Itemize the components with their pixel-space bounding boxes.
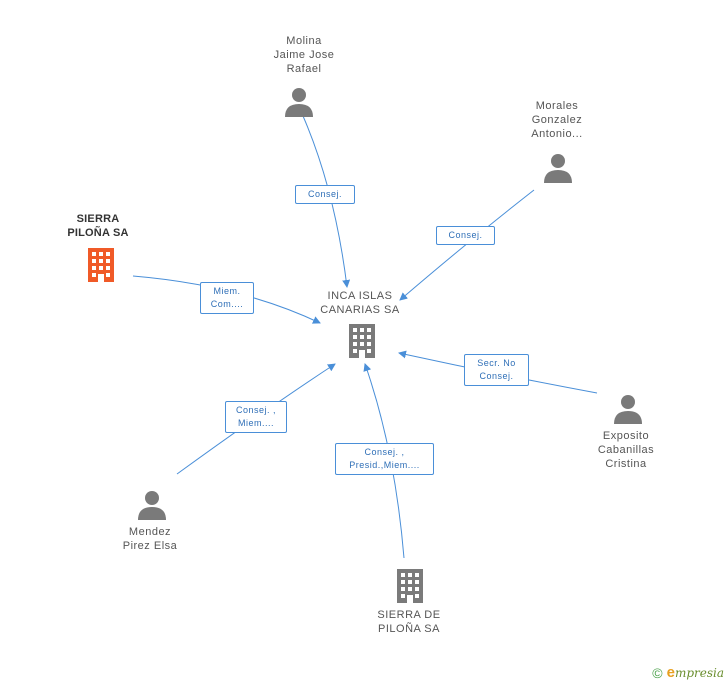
- building-icon-highlight[interactable]: [86, 248, 116, 282]
- person-molina-label[interactable]: Molina Jaime Jose Rafael: [273, 35, 335, 75]
- edge-label-exposito[interactable]: Secr. No Consej.: [464, 354, 529, 386]
- person-morales-label[interactable]: Morales Gonzalez Antonio...: [531, 100, 583, 140]
- copyright-icon: ©: [652, 664, 663, 681]
- building-icon[interactable]: [347, 324, 377, 358]
- person-icon[interactable]: [285, 87, 313, 117]
- center-company-label[interactable]: INCA ISLAS CANARIAS SA: [320, 290, 400, 316]
- building-icon[interactable]: [395, 569, 425, 603]
- edge-label-sierra-bottom[interactable]: Consej. , Presid.,Miem....: [335, 443, 434, 475]
- person-icon[interactable]: [138, 490, 166, 520]
- person-exposito-label[interactable]: Exposito Cabanillas Cristina: [597, 430, 655, 470]
- edge-label-morales[interactable]: Consej.: [436, 226, 495, 245]
- edge-morales: [399, 189, 535, 301]
- footer-brand: © empresia: [652, 664, 724, 681]
- person-icon[interactable]: [544, 153, 572, 183]
- company-sierra-de-pilona-label[interactable]: SIERRA DE PILOÑA SA: [377, 609, 441, 635]
- edge-label-molina[interactable]: Consej.: [295, 185, 355, 204]
- edge-label-mendez[interactable]: Consej. , Miem....: [225, 401, 287, 433]
- person-mendez-label[interactable]: Mendez Pirez Elsa: [122, 526, 178, 552]
- company-sierra-pilona-label[interactable]: SIERRA PILOÑA SA: [67, 213, 129, 239]
- person-icon[interactable]: [614, 394, 642, 424]
- brand-logo: empresia: [666, 664, 724, 681]
- edge-label-sierra-top[interactable]: Miem. Com....: [200, 282, 254, 314]
